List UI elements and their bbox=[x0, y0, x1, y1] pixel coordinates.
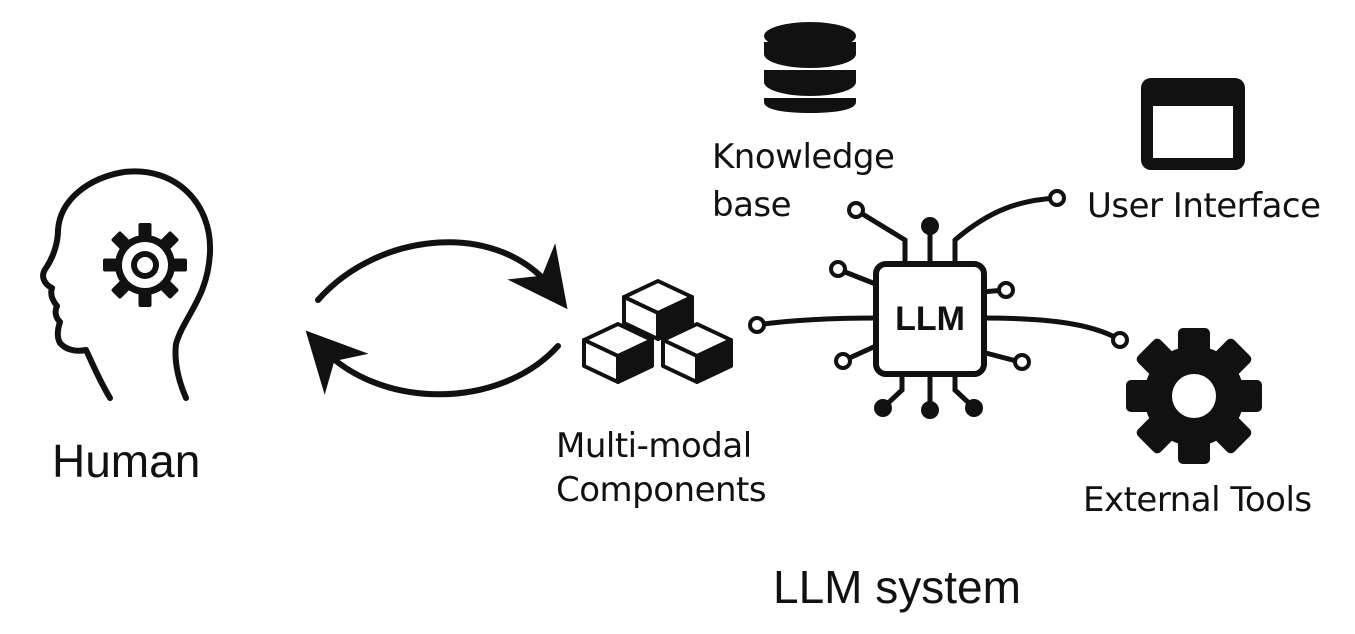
brain-gear-icon bbox=[103, 223, 187, 307]
head-with-gear-icon bbox=[40, 168, 214, 401]
llm-chip-label: LLM bbox=[895, 300, 965, 338]
multimodal-components-label: Multi-modal Components bbox=[556, 426, 767, 510]
llm-system-label: LLM system bbox=[773, 561, 1021, 613]
circuit-terminals bbox=[748, 189, 1129, 419]
cube-top bbox=[622, 279, 694, 341]
gear-icon bbox=[1126, 328, 1262, 464]
window-icon bbox=[1141, 78, 1245, 170]
cube-left bbox=[582, 322, 654, 384]
cubes-icon bbox=[582, 279, 733, 384]
external-tools-label: External Tools bbox=[1083, 480, 1312, 520]
user-interface-label: User Interface bbox=[1087, 186, 1321, 226]
bidirectional-arrows-icon bbox=[305, 239, 568, 398]
knowledge-base-label: Knowledge base bbox=[712, 137, 895, 225]
llm-chip-body bbox=[873, 261, 987, 377]
cube-right bbox=[661, 322, 733, 384]
human-label: Human bbox=[52, 435, 201, 487]
database-icon bbox=[764, 22, 856, 113]
